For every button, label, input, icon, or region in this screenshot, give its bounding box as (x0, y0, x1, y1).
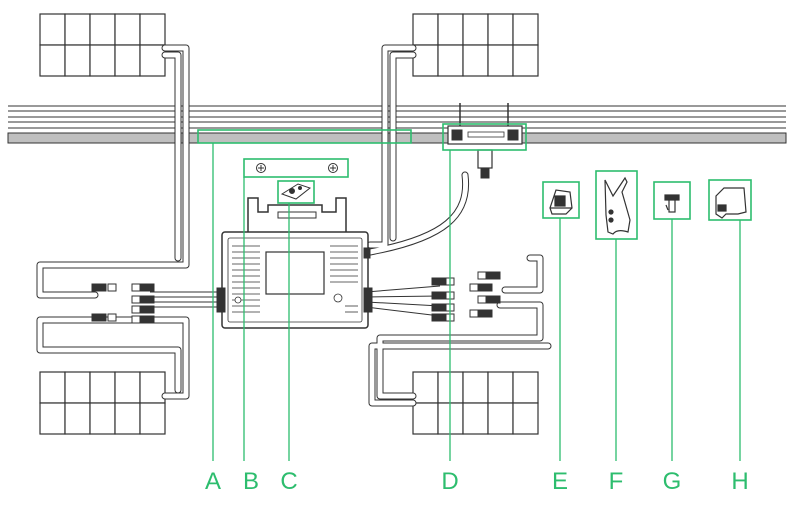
highlight-h (708, 179, 752, 221)
panel-cell (462, 13, 489, 46)
highlight-c (277, 180, 315, 204)
panel-cell (139, 44, 166, 77)
panel-cell (114, 44, 141, 77)
highlight-a (197, 129, 412, 144)
panel-cell (412, 44, 439, 77)
panel-cell (89, 13, 116, 46)
solar-panel-top-right (412, 13, 539, 77)
part-label-f: F (609, 468, 624, 495)
panel-cell (412, 13, 439, 46)
panel-cell (89, 402, 116, 435)
panel-cell (139, 402, 166, 435)
panel-cell (89, 371, 116, 404)
panel-cell (462, 402, 489, 435)
panel-cell (64, 44, 91, 77)
part-label-d: D (441, 468, 458, 495)
panel-cell (39, 371, 66, 404)
part-label-c: C (280, 468, 297, 495)
panel-cell (437, 13, 464, 46)
panel-cell (412, 402, 439, 435)
ac-trunk-connector (447, 103, 523, 179)
part-label-e: E (552, 468, 568, 495)
inverter-cable-bundle (150, 285, 441, 317)
part-label-b: B (243, 468, 259, 495)
solar-panel-bottom-right (412, 371, 539, 435)
highlight-e (542, 181, 580, 219)
part-label-h: H (731, 468, 748, 495)
mounting-clip-part (280, 183, 312, 200)
panel-cell (64, 402, 91, 435)
panel-cell (487, 13, 514, 46)
part-labels: A B C D E F G H (205, 468, 749, 495)
solar-panel-top-left (39, 13, 166, 77)
part-label-g: G (663, 468, 682, 495)
panel-cell (114, 402, 141, 435)
panel-cell (512, 13, 539, 46)
end-cap-part (549, 189, 573, 215)
connector-bracket-part (715, 187, 747, 219)
panel-cell (487, 371, 514, 404)
mounting-plate-part (256, 163, 338, 173)
leader-lines (212, 143, 741, 461)
dc-connectors-right (431, 271, 501, 322)
panel-cell (139, 13, 166, 46)
panel-cell (39, 44, 66, 77)
panel-cell (114, 371, 141, 404)
roof-rails (7, 105, 787, 144)
panel-cell (462, 44, 489, 77)
panel-cell (512, 402, 539, 435)
panel-cell (462, 371, 489, 404)
microinverter (216, 197, 373, 329)
panel-cell (412, 371, 439, 404)
panel-cell (89, 44, 116, 77)
solar-panel-bottom-left (39, 371, 166, 435)
sealing-plug-part (664, 194, 680, 213)
panel-cell (114, 13, 141, 46)
dc-cables (36, 44, 552, 407)
panel-cell (437, 44, 464, 77)
panel-cell (512, 371, 539, 404)
panel-cell (487, 44, 514, 77)
highlight-b (243, 158, 349, 178)
panel-cell (39, 402, 66, 435)
panel-cell (487, 402, 514, 435)
highlight-boxes (197, 123, 752, 240)
unlock-tool-part (604, 176, 631, 235)
panel-cell (39, 13, 66, 46)
part-label-a: A (205, 468, 221, 495)
highlight-d (442, 123, 527, 151)
panel-cell (139, 371, 166, 404)
dc-connectors-left (91, 283, 155, 324)
panel-cell (512, 44, 539, 77)
panel-cell (64, 13, 91, 46)
panel-cell (64, 371, 91, 404)
